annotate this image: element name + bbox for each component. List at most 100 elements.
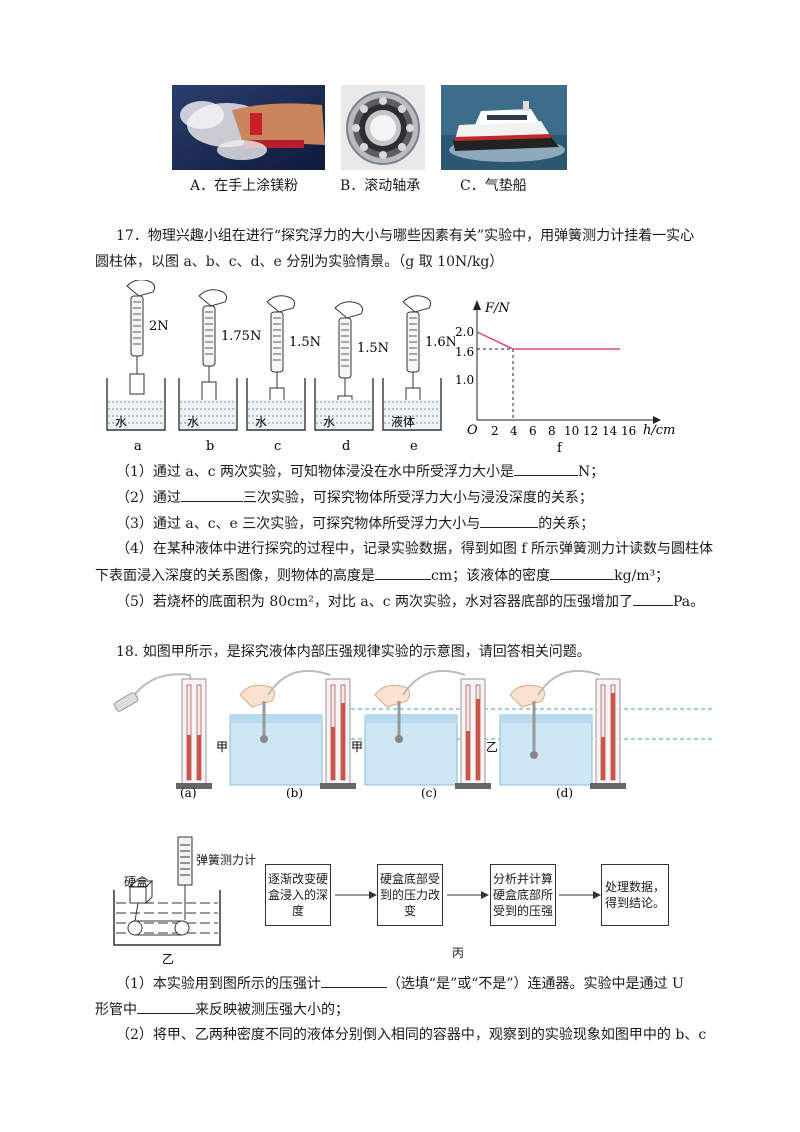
box-label: 硬盒 bbox=[124, 875, 149, 889]
q17-part1-text-a: （1）通过 a、c 两次实验，可知物体浸没在水中所受浮力大小是 bbox=[116, 464, 514, 480]
graph-data-line bbox=[476, 331, 620, 350]
flow-step-1: 逐渐改变硬盒浸入的深度 bbox=[265, 864, 331, 926]
graph-label-f: f bbox=[557, 441, 563, 456]
xtick-4: 4 bbox=[510, 424, 518, 438]
fig-label-b: (b) bbox=[286, 786, 303, 800]
flow-step-3: 分析并计算硬盒底部所受到的压强 bbox=[490, 864, 556, 926]
q17-part2-text-a: （2）通过 bbox=[116, 490, 181, 506]
setup-liquid-b: 水 bbox=[187, 415, 199, 429]
setup-d: 1.5N 水d bbox=[314, 301, 389, 454]
q18-figure-yi: 乙 bbox=[110, 835, 270, 966]
setup-reading-c: 1.5N bbox=[289, 335, 321, 350]
q17-part5-text-a: （5）若烧杯的底面积为 80cm²，对比 a、c 两次实验，水对容器底部的压强增… bbox=[116, 594, 633, 610]
q17-part1: （1）通过 a、c 两次实验，可知物体浸没在水中所受浮力大小是 N； bbox=[116, 461, 604, 482]
setup-liquid-c: 水 bbox=[255, 415, 267, 429]
spring-scale-label: 弹簧测力计 bbox=[196, 853, 257, 867]
fig-label-d: (d) bbox=[556, 786, 573, 800]
setup-reading-b: 1.75N bbox=[221, 329, 261, 344]
q17-part3-text-a: （3）通过 a、c、e 三次实验，可探究物体所受浮力大小与 bbox=[116, 516, 481, 532]
fig-yi-label: 乙 bbox=[162, 952, 174, 965]
setup-reading-e: 1.6N bbox=[425, 335, 455, 350]
q18-part2-line1: （2）将甲、乙两种密度不同的液体分别倒入相同的容器中，观察到的实验现象如图甲中的… bbox=[116, 1027, 707, 1043]
q18-part1-blank-2[interactable] bbox=[137, 999, 195, 1014]
setup-liquid-e: 液体 bbox=[391, 414, 415, 429]
q18-part1-line2: 形管中 来反映被测压强大小的； bbox=[95, 999, 349, 1020]
flow-step-2: 硬盒底部受到的压力改变 bbox=[377, 864, 443, 926]
xtick-16: 16 bbox=[621, 424, 636, 438]
q17-graph-f: F/N h/cm O 2.0 1.6 1.0 2 4 6 8 10 12 14 … bbox=[455, 296, 680, 456]
q18-figure-jia: (a) (b) 甲 (c) 甲 (d) 乙 bbox=[110, 665, 725, 805]
xtick-14: 14 bbox=[602, 424, 618, 438]
q17-part4-line2: 下表面浸入深度的关系图像，则物体的高度是 cm；该液体的密度 kg/m³； bbox=[95, 565, 669, 586]
q18-part1-line1: （1）本实验用到图所示的压强计 （选填“是”或“不是”）连通器。实验中是通过 U bbox=[116, 973, 684, 994]
setup-b: 1.75N 水b bbox=[178, 289, 261, 454]
setup-liquid-d: 水 bbox=[323, 415, 335, 429]
xtick-8: 8 bbox=[548, 424, 556, 438]
option-a-caption: A．在手上涂镁粉 bbox=[190, 178, 299, 194]
gauge-setup-b: (b) 甲 bbox=[216, 670, 356, 800]
q17-part2: （2）通过 三次实验，可探究物体所受浮力大小与浸没深度的关系； bbox=[116, 487, 593, 508]
q17-part4-blank-density[interactable] bbox=[550, 565, 615, 580]
flow-arrows bbox=[335, 891, 601, 899]
graph-xlabel: h/cm bbox=[643, 423, 675, 438]
xtick-10: 10 bbox=[564, 424, 579, 438]
q17-part2-blank[interactable] bbox=[180, 487, 243, 502]
q17-part4-blank-height[interactable] bbox=[375, 565, 431, 580]
ytick-1.6: 1.6 bbox=[455, 345, 474, 359]
xtick-12: 12 bbox=[583, 424, 598, 438]
fig-label-c: (c) bbox=[421, 786, 437, 800]
liquid-label-c: 甲 bbox=[351, 740, 363, 754]
option-b-caption: B．滚动轴承 bbox=[340, 178, 421, 194]
q17-part4-text-c: kg/m³； bbox=[614, 568, 670, 584]
setup-liquid-a: 水 bbox=[115, 415, 127, 429]
q17-part4-text-a: 下表面浸入深度的关系图像，则物体的高度是 bbox=[95, 568, 375, 584]
fig-bing-label: 丙 bbox=[452, 946, 465, 960]
ytick-2.0: 2.0 bbox=[455, 325, 474, 339]
photo-ball-bearing bbox=[341, 85, 425, 170]
q17-part1-text-b: N； bbox=[578, 464, 605, 480]
setup-label-e: e bbox=[410, 439, 418, 454]
q17-part3-text-b: 的关系； bbox=[538, 516, 595, 532]
liquid-label-d: 乙 bbox=[486, 740, 498, 754]
setup-reading-a: 2N bbox=[149, 319, 169, 334]
q17-part5-text-b: Pa。 bbox=[673, 594, 705, 610]
q17-stem-line2: 圆柱体，以图 a、b、c、d、e 分别为实验情景。（g 取 10N/kg） bbox=[95, 254, 504, 270]
photo-hovercraft bbox=[441, 85, 567, 170]
q18-part1-text-c: 形管中 bbox=[95, 1002, 137, 1018]
q17-part3-blank[interactable] bbox=[480, 513, 539, 528]
setup-c: 1.5N 水c bbox=[246, 295, 321, 454]
graph-origin: O bbox=[467, 423, 478, 438]
setup-label-c: c bbox=[274, 439, 281, 454]
graph-ylabel: F/N bbox=[484, 301, 510, 316]
xtick-6: 6 bbox=[529, 424, 537, 438]
flow-step-4: 处理数据，得到结论。 bbox=[601, 864, 669, 926]
setup-e: 1.6N 液体 e bbox=[382, 295, 457, 454]
q18-part1-text-d: 来反映被测压强大小的； bbox=[195, 1002, 349, 1018]
q17-part2-text-b: 三次实验，可探究物体所受浮力大小与浸没深度的关系； bbox=[242, 490, 593, 506]
photo-magnesium-powder bbox=[172, 85, 325, 170]
q17-part4-line1: （4）在某种液体中进行探究的过程中，记录实验数据，得到如图 f 所示弹簧测力计读… bbox=[116, 541, 713, 557]
q17-part3: （3）通过 a、c、e 三次实验，可探究物体所受浮力大小与 的关系； bbox=[116, 513, 594, 534]
q17-stem-line1: 17．物理兴趣小组在进行“探究浮力的大小与哪些因素有关”实验中，用弹簧测力计挂着… bbox=[116, 228, 695, 244]
q17-part5: （5）若烧杯的底面积为 80cm²，对比 a、c 两次实验，水对容器底部的压强增… bbox=[116, 591, 704, 612]
xtick-2: 2 bbox=[491, 424, 499, 438]
setup-a: 2N 水a bbox=[106, 279, 169, 454]
setup-label-a: a bbox=[134, 439, 142, 454]
setup-label-b: b bbox=[206, 439, 214, 454]
q18-stem: 18. 如图甲所示，是探究液体内部压强规律实验的示意图，请回答相关问题。 bbox=[116, 644, 591, 660]
q18-part1-text-a: （1）本实验用到图所示的压强计 bbox=[116, 976, 321, 992]
setup-reading-d: 1.5N bbox=[357, 341, 389, 356]
gauge-setup-d: (d) 乙 bbox=[486, 670, 626, 800]
option-c-caption: C．气垫船 bbox=[460, 178, 527, 194]
q17-part4-text-b: cm；该液体的密度 bbox=[431, 568, 551, 584]
fig-label-a: (a) bbox=[180, 786, 197, 800]
q17-part1-blank[interactable] bbox=[514, 461, 578, 476]
q17-part5-blank[interactable] bbox=[633, 591, 673, 606]
q18-part1-blank-1[interactable] bbox=[320, 973, 387, 988]
ytick-1.0: 1.0 bbox=[455, 373, 474, 387]
q18-part1-text-b: （选填“是”或“不是”）连通器。实验中是通过 U bbox=[386, 976, 684, 992]
setup-label-d: d bbox=[342, 439, 350, 454]
gauge-setup-c: (c) 甲 bbox=[351, 670, 491, 800]
liquid-label-b: 甲 bbox=[216, 740, 228, 754]
